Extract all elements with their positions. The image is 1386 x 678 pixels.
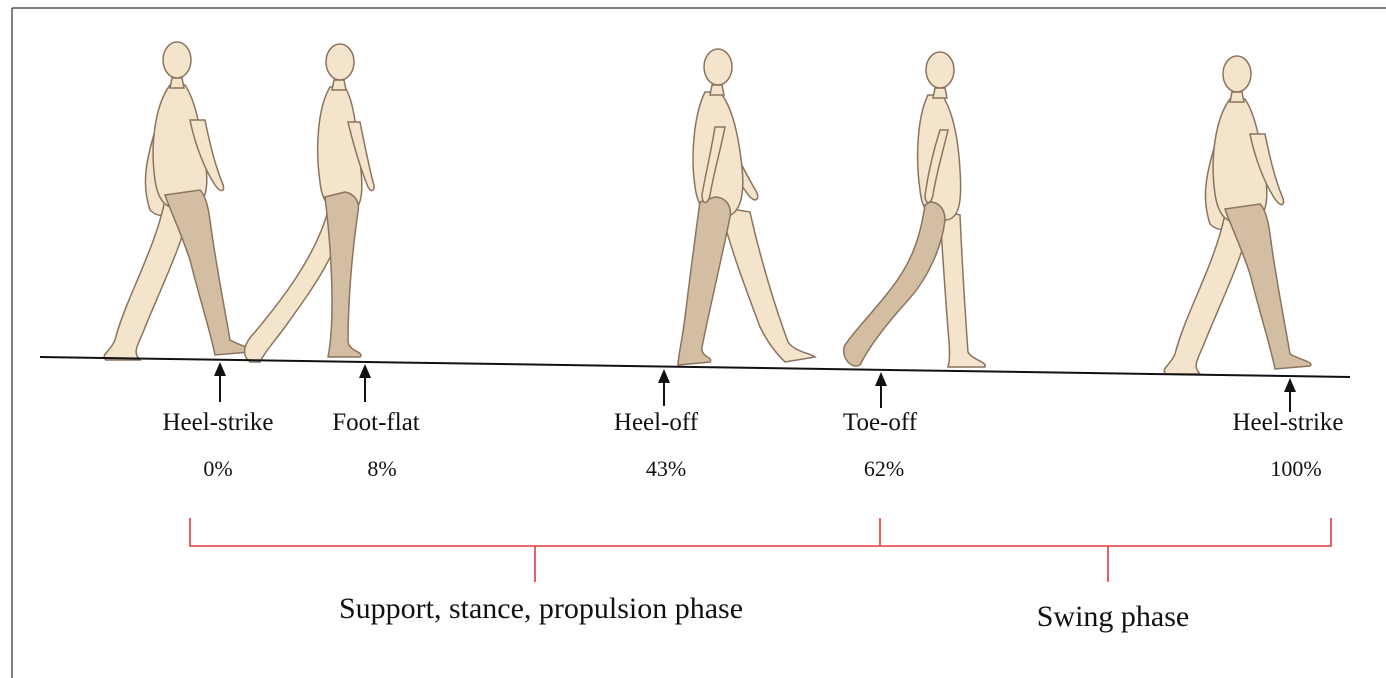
event-name-heel-strike-end: Heel-strike (1232, 409, 1343, 436)
event-name-foot-flat: Foot-flat (332, 409, 420, 436)
event-percent-heel-strike-end: 100% (1270, 456, 1321, 481)
event-percent-heel-strike-start: 0% (203, 456, 232, 481)
event-percent-heel-off: 43% (646, 456, 686, 481)
figure-toe-off (844, 52, 986, 367)
arrow-heel-off (658, 369, 670, 406)
arrow-toe-off (875, 372, 887, 408)
event-percent-toe-off: 62% (864, 456, 904, 481)
figure-heel-strike-start (104, 42, 251, 360)
arrow-foot-flat (359, 364, 371, 402)
event-name-heel-strike-start: Heel-strike (162, 409, 273, 436)
bracket-swing-phase (880, 518, 1331, 546)
figure-heel-off (678, 49, 815, 365)
event-name-toe-off: Toe-off (843, 409, 918, 436)
figure-heel-strike-end (1164, 56, 1311, 374)
event-name-heel-off: Heel-off (614, 409, 699, 436)
arrow-heel-strike-start (214, 362, 226, 402)
figure-foot-flat (245, 44, 374, 362)
phase-label-support: Support, stance, propulsion phase (339, 592, 743, 625)
arrow-heel-strike-end (1284, 378, 1296, 412)
phase-label-swing: Swing phase (1037, 600, 1190, 633)
event-percent-foot-flat: 8% (367, 456, 396, 481)
bracket-support-phase (190, 518, 880, 546)
